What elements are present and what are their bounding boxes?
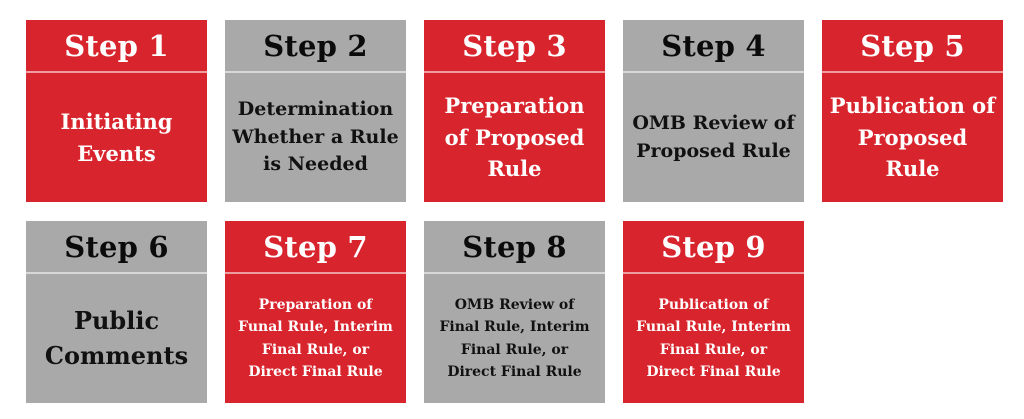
step-title: Step 3 xyxy=(462,28,567,63)
step-title: Step 6 xyxy=(64,229,169,264)
step-title: Step 4 xyxy=(661,28,766,63)
divider xyxy=(225,272,406,274)
step-title: Step 5 xyxy=(860,28,965,63)
step-3-card: Step 3 Preparation of Proposed Rule xyxy=(424,20,605,202)
step-8-card: Step 8 OMB Review of Final Rule, Interim… xyxy=(424,221,605,403)
step-description: Publication of Proposed Rule xyxy=(829,93,996,182)
step-description: OMB Review of Proposed Rule xyxy=(632,111,795,162)
step-title: Step 1 xyxy=(64,28,169,63)
divider xyxy=(26,71,207,73)
divider xyxy=(424,71,605,73)
step-6-card: Step 6 Public Comments xyxy=(26,221,207,403)
step-description: Preparation of Funal Rule, Interim Final… xyxy=(238,296,393,380)
divider xyxy=(822,71,1003,73)
divider xyxy=(623,71,804,73)
step-description: Preparation of Proposed Rule xyxy=(444,93,585,182)
step-1-card: Step 1 Initiating Events xyxy=(26,20,207,202)
step-description: Determination Whether a Rule is Needed xyxy=(232,98,399,176)
step-title: Step 2 xyxy=(263,28,368,63)
divider xyxy=(26,272,207,274)
step-2-card: Step 2 Determination Whether a Rule is N… xyxy=(225,20,406,202)
step-9-card: Step 9 Publication of Funal Rule, Interi… xyxy=(623,221,804,403)
step-description: OMB Review of Final Rule, Interim Final … xyxy=(439,296,590,380)
step-5-card: Step 5 Publication of Proposed Rule xyxy=(822,20,1003,202)
divider xyxy=(424,272,605,274)
step-description: Public Comments xyxy=(44,305,189,370)
divider xyxy=(623,272,804,274)
step-title: Step 7 xyxy=(263,229,368,264)
step-description: Publication of Funal Rule, Interim Final… xyxy=(636,296,791,380)
step-7-card: Step 7 Preparation of Funal Rule, Interi… xyxy=(225,221,406,403)
step-description: Initiating Events xyxy=(60,109,173,166)
step-title: Step 9 xyxy=(661,229,766,264)
step-4-card: Step 4 OMB Review of Proposed Rule xyxy=(623,20,804,202)
step-title: Step 8 xyxy=(462,229,567,264)
divider xyxy=(225,71,406,73)
